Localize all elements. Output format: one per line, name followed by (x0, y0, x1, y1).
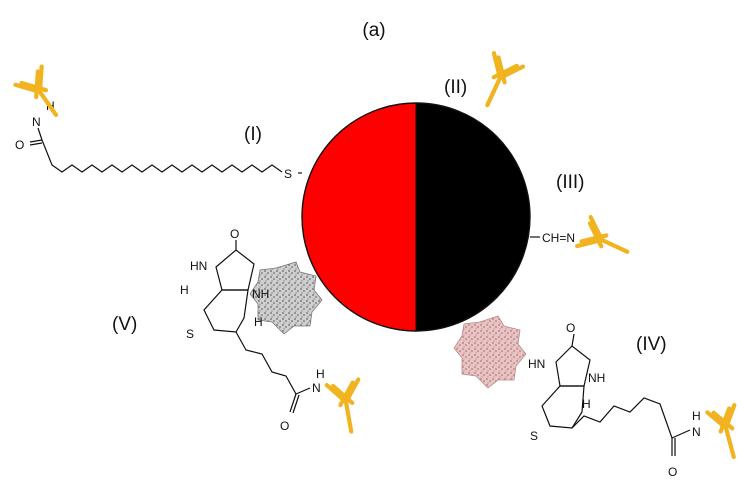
bridgehead-h: H (180, 283, 189, 297)
amide-bond (295, 387, 311, 395)
linker-iii-label: (III) (556, 172, 585, 193)
linker-ii-label: (II) (444, 77, 467, 98)
amide-nitrogen: N (312, 381, 321, 395)
ring-sulfur: S (186, 327, 194, 341)
carbonyl-double-bond (292, 394, 300, 414)
amide-oxygen: O (668, 465, 677, 479)
antibody-icon (13, 64, 59, 118)
particle-left-half (302, 103, 416, 331)
thiophane-ring (203, 289, 249, 333)
amide-nitrogen: N (692, 425, 701, 439)
nh-group: NH (588, 371, 605, 385)
amide-bond (671, 429, 691, 439)
streptavidin-pink-icon (453, 315, 527, 389)
ring-sulfur: S (530, 429, 538, 443)
urea-ring (555, 345, 591, 387)
hn-group: HN (528, 357, 545, 371)
streptavidin-gray-icon (249, 261, 323, 335)
carbonyl-bond (571, 333, 575, 347)
carbonyl-bond (289, 393, 297, 413)
antibody-icon (575, 214, 630, 254)
panel-label: (a) (362, 20, 385, 41)
antibody-icon (324, 377, 361, 434)
bridgehead-h: H (254, 315, 263, 329)
carbonyl-double-bond (29, 142, 43, 146)
valeric-chain (235, 331, 297, 395)
antibody-icon (485, 51, 526, 108)
antibody-icon (705, 402, 737, 460)
linker-iv: (IV) O HN NH H S O N H (453, 315, 737, 479)
amide-hydrogen: H (692, 409, 701, 423)
linker-v: (V) O HN NH H H S O N H (112, 227, 361, 434)
amide-bond (37, 127, 43, 141)
amide-oxygen: O (15, 138, 24, 152)
hn-group: HN (190, 259, 207, 273)
urea-oxygen: O (566, 321, 575, 335)
carbonyl-bond (29, 139, 43, 143)
amide-oxygen: O (280, 419, 289, 433)
linker-ii: (II) (444, 51, 526, 108)
amide-hydrogen: H (316, 367, 325, 381)
alkyl-chain (41, 139, 283, 173)
valeric-chain (571, 397, 673, 439)
janus-particle (301, 102, 531, 332)
linker-iv-label: (IV) (636, 334, 667, 355)
sulfur-atom: S (284, 167, 292, 181)
particle-right-half (416, 103, 530, 331)
urea-ring (215, 249, 255, 291)
nh-group: NH (252, 287, 269, 301)
linker-v-label: (V) (112, 314, 137, 335)
linker-i-label: (I) (244, 124, 262, 145)
amide-nitrogen: N (32, 115, 41, 129)
bridgehead-h: H (582, 397, 591, 411)
linker-iii: (III) CH=N (530, 172, 630, 254)
linker-i: (I) S O N H (13, 64, 302, 181)
imine-group: CH=N (542, 231, 575, 245)
urea-oxygen: O (230, 227, 239, 241)
